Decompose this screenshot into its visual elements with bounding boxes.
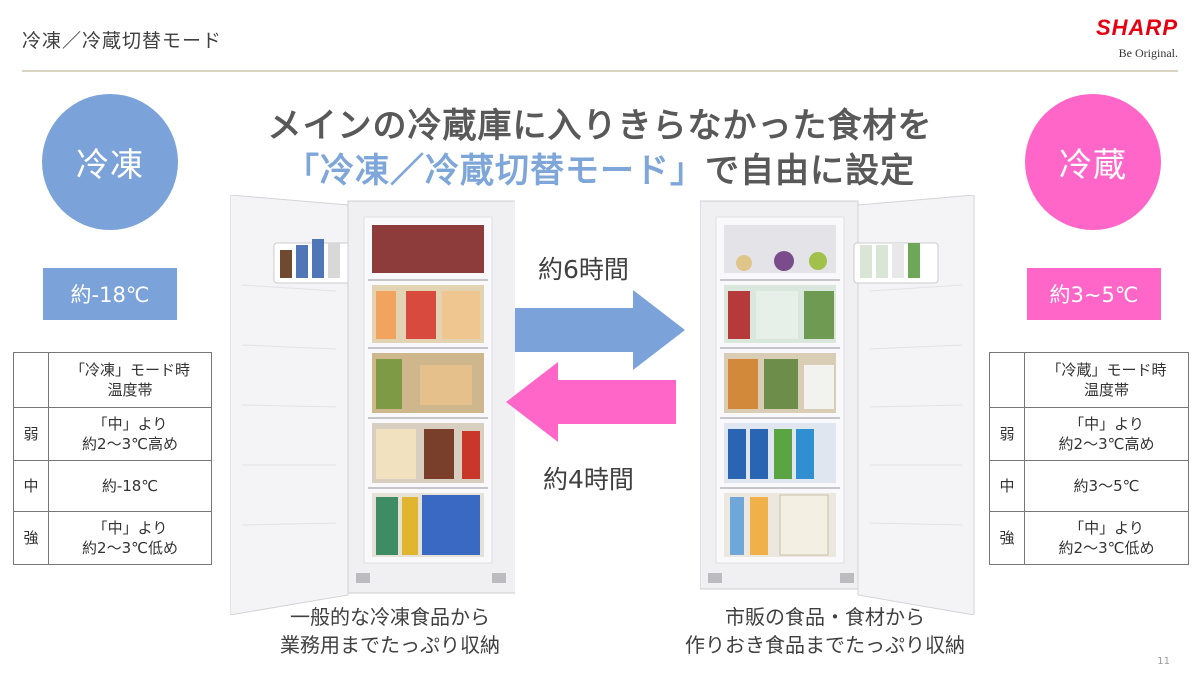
table-row: 中 約-18℃ — [13, 460, 212, 512]
refrigerator-caption: 市販の食品・食材から 作りおき食品までたっぷり収納 — [685, 605, 965, 657]
value-cell: 「中」より約2〜3℃低め — [48, 511, 212, 565]
table-header-cell: 「冷凍」モード時温度帯 — [48, 352, 212, 408]
table-header-row: 「冷蔵」モード時温度帯 — [989, 352, 1189, 408]
level-cell: 中 — [13, 460, 49, 512]
freeze-to-fridge-time: 約6時間 — [538, 255, 629, 284]
sharp-logo: SHARP Be Original. — [1096, 16, 1178, 61]
table-row: 強 「中」より約2〜3℃低め — [989, 511, 1189, 565]
level-cell: 弱 — [13, 407, 49, 461]
header-divider — [22, 70, 1178, 72]
table-row: 中 約3〜5℃ — [989, 460, 1189, 512]
value-cell: 「中」より約2〜3℃高め — [1024, 407, 1189, 461]
level-cell: 強 — [989, 511, 1025, 565]
table-corner-cell — [989, 352, 1025, 408]
arrow-right-icon — [515, 290, 685, 370]
table-row: 弱 「中」より約2〜3℃高め — [13, 407, 212, 461]
headline-line-2: 「冷凍／冷蔵切替モード」で自由に設定 — [0, 143, 1200, 192]
table-corner-cell — [13, 352, 49, 408]
brand-name: SHARP — [1095, 15, 1178, 40]
value-cell: 「中」より約2〜3℃低め — [1024, 511, 1189, 565]
value-cell: 「中」より約2〜3℃高め — [48, 407, 212, 461]
headline-accent: 「冷凍／冷蔵切替モード」 — [285, 151, 705, 191]
level-cell: 弱 — [989, 407, 1025, 461]
headline-rest: で自由に設定 — [705, 151, 915, 191]
fridge-temperature-table: 「冷蔵」モード時温度帯 弱 「中」より約2〜3℃高め 中 約3〜5℃ 強 「中」… — [989, 352, 1189, 565]
level-cell: 強 — [13, 511, 49, 565]
table-row: 弱 「中」より約2〜3℃高め — [989, 407, 1189, 461]
table-header-cell: 「冷蔵」モード時温度帯 — [1024, 352, 1189, 408]
fridge-temperature-badge: 約3~5℃ — [1027, 268, 1161, 320]
arrow-left-icon — [506, 362, 676, 442]
brand-tagline: Be Original. — [1118, 46, 1178, 60]
slide-title: 冷凍／冷蔵切替モード — [22, 30, 223, 52]
page-number: 11 — [1157, 656, 1170, 667]
freezer-caption: 一般的な冷凍食品から 業務用までたっぷり収納 — [280, 605, 500, 657]
value-cell: 約-18℃ — [48, 460, 212, 512]
table-row: 強 「中」より約2〜3℃低め — [13, 511, 212, 565]
level-cell: 中 — [989, 460, 1025, 512]
freeze-mode-circle: 冷凍 — [42, 94, 178, 230]
headline-line-1: メインの冷蔵庫に入りきらなかった食材を — [267, 106, 933, 146]
freeze-temperature-badge: 約-18℃ — [43, 268, 177, 320]
refrigerator-image — [700, 195, 975, 615]
fridge-mode-circle: 冷蔵 — [1025, 94, 1161, 230]
freeze-temperature-table: 「冷凍」モード時温度帯 弱 「中」より約2〜3℃高め 中 約-18℃ 強 「中」… — [13, 352, 212, 565]
table-header-row: 「冷凍」モード時温度帯 — [13, 352, 212, 408]
fridge-to-freeze-time: 約4時間 — [543, 465, 634, 494]
value-cell: 約3〜5℃ — [1024, 460, 1189, 512]
freezer-image — [230, 195, 515, 615]
